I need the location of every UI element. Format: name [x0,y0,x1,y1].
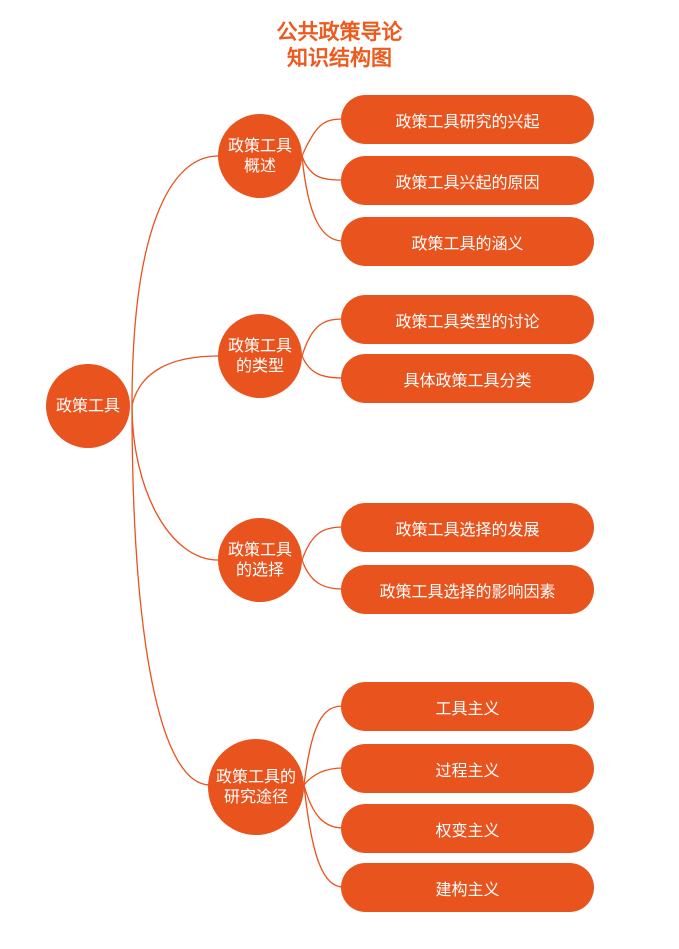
leaf-node-label: 政策工具类型的讨论 [395,311,540,331]
title-line-2: 知识结构图 [287,46,392,70]
connector-b1-item-3 [301,155,344,242]
branch-label-line-1: 政策工具 [227,540,292,559]
leaf-node[interactable]: 政策工具选择的影响因素 [341,565,594,614]
branch-node-approaches[interactable]: 政策工具的 研究途径 [208,739,304,835]
branch-label-line-2: 研究途径 [223,787,288,806]
leaf-node[interactable]: 政策工具研究的兴起 [341,95,594,144]
branch-label-line-1: 政策工具的 [215,767,296,786]
branch-label-line-1: 政策工具 [227,136,292,155]
branch-node-label: 政策工具的 研究途径 [216,767,296,807]
diagram-title: 公共政策导论 知识结构图 [0,19,679,71]
connector-b4-item-2 [303,767,344,786]
leaf-node[interactable]: 政策工具选择的发展 [341,503,594,552]
connector-b4-item-3 [303,784,344,829]
connector-b3-item-1 [301,526,344,561]
branch-node-label: 政策工具 概述 [228,136,292,176]
connector-root-to-branch-4 [131,404,211,786]
leaf-node[interactable]: 政策工具的涵义 [341,217,594,266]
leaf-node[interactable]: 过程主义 [341,744,594,793]
branch-label-line-2: 概述 [243,156,276,175]
leaf-node-label: 过程主义 [435,760,500,780]
connector-b2-item-2 [301,355,344,379]
root-node[interactable]: 政策工具 [46,364,130,448]
branch-node-types[interactable]: 政策工具 的类型 [218,314,302,398]
connector-b1-item-1 [301,118,344,157]
leaf-node-label: 具体政策工具分类 [403,370,532,390]
leaf-node[interactable]: 具体政策工具分类 [341,354,594,403]
leaf-node-label: 政策工具兴起的原因 [395,172,540,192]
leaf-node-label: 政策工具选择的影响因素 [379,581,556,601]
leaf-node[interactable]: 政策工具类型的讨论 [341,295,594,344]
leaf-node[interactable]: 工具主义 [341,682,594,731]
leaf-node[interactable]: 政策工具兴起的原因 [341,156,594,205]
title-line-1: 公共政策导论 [276,20,403,44]
leaf-node[interactable]: 权变主义 [341,804,594,853]
connector-b3-item-2 [301,559,344,590]
connector-root-to-branch-2 [131,355,219,406]
branch-label-line-1: 政策工具 [227,336,292,355]
branch-node-selection[interactable]: 政策工具 的选择 [218,518,302,602]
leaf-node-label: 政策工具研究的兴起 [395,111,540,131]
connector-b1-item-2 [301,155,344,181]
leaf-node[interactable]: 建构主义 [341,863,594,912]
connector-b2-item-1 [301,318,344,357]
root-node-label: 政策工具 [55,396,120,415]
branch-label-line-2: 的类型 [235,356,284,375]
leaf-node-label: 建构主义 [435,879,500,899]
branch-label-line-2: 的选择 [235,560,284,579]
connector-b4-item-1 [303,705,344,786]
leaf-node-label: 工具主义 [435,698,500,718]
branch-node-overview[interactable]: 政策工具 概述 [218,114,302,198]
connector-root-to-branch-1 [131,155,219,406]
branch-node-label: 政策工具 的选择 [228,540,292,580]
leaf-node-label: 政策工具选择的发展 [395,519,540,539]
leaf-node-label: 权变主义 [435,820,500,840]
branch-node-label: 政策工具 的类型 [228,336,292,376]
connector-b4-item-4 [303,784,344,888]
leaf-node-label: 政策工具的涵义 [411,233,524,253]
connector-root-to-branch-3 [131,404,219,561]
